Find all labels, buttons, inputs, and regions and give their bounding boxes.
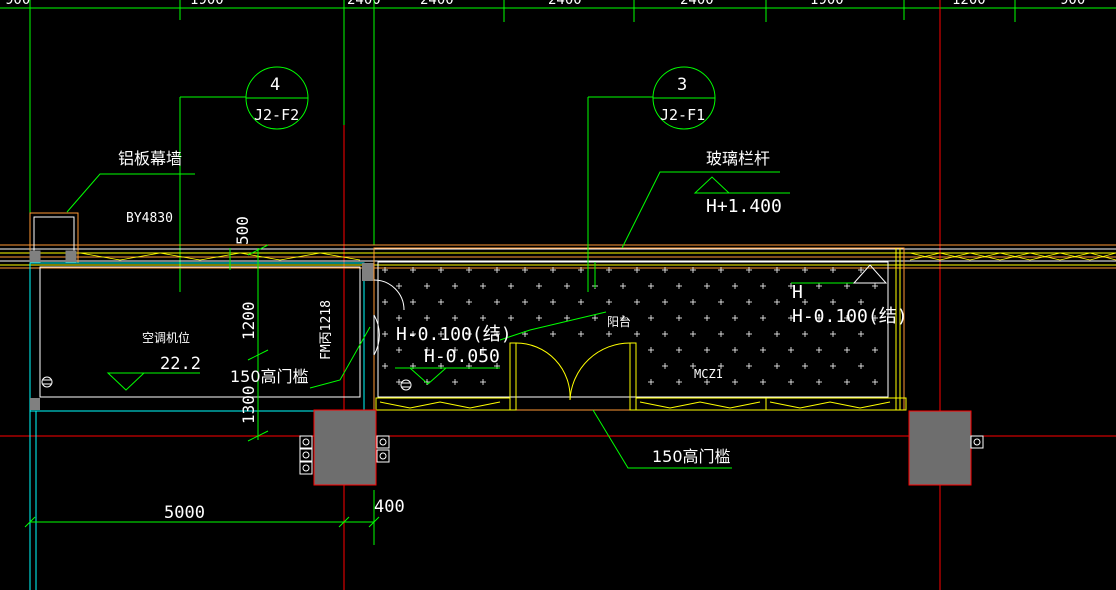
glass-railing-label: 玻璃栏杆 <box>706 149 770 168</box>
ac-unit-room <box>29 262 365 590</box>
dimension-lines <box>24 244 380 545</box>
structural-columns <box>313 409 972 486</box>
top-dimension-labels: 900 1900 2400 2400 2400 2400 1900 1200 9… <box>5 0 1085 8</box>
balcony-tile-hatch <box>382 267 878 385</box>
dim-400-label: 400 <box>374 497 405 517</box>
top-dim-8: 1200 <box>952 0 986 8</box>
threshold-left-label: 150高门槛 <box>230 367 309 386</box>
fire-door-label: FM丙1218 <box>319 300 334 360</box>
dim-1300-label: 1300 <box>239 385 258 424</box>
leader-lines <box>66 171 780 469</box>
callout-4-sheet: J2-F2 <box>254 106 299 124</box>
railing-pattern-left <box>79 252 361 261</box>
top-dim-6: 2400 <box>680 0 714 8</box>
curtain-wall-code: BY4830 <box>126 211 173 226</box>
balcony-bottom-railing <box>375 397 907 411</box>
railing-height-label: H+1.400 <box>706 196 782 217</box>
dim-500-label: 500 <box>233 216 252 245</box>
top-dim-3: 2400 <box>347 0 381 8</box>
callout-3-sheet: J2-F1 <box>660 106 705 124</box>
curtain-wall-box <box>29 212 79 264</box>
ac-wall-post-right <box>362 263 374 281</box>
top-dim-7: 1900 <box>810 0 844 8</box>
ac-wall-post <box>30 398 40 410</box>
balcony-label: 阳台 <box>607 314 631 329</box>
balcony-outline <box>373 247 905 411</box>
callout-4-number: 4 <box>270 75 280 95</box>
window-code-label: MCZ1 <box>694 367 723 381</box>
balcony-double-door <box>509 342 637 411</box>
top-dim-1: 900 <box>5 0 30 8</box>
railing-pattern-right <box>909 252 1116 261</box>
level-h-label: H <box>792 282 803 303</box>
top-dim-5: 2400 <box>548 0 582 8</box>
level-markers <box>106 176 888 391</box>
extension-lines <box>29 0 1016 440</box>
top-dim-2: 1900 <box>190 0 224 8</box>
level-balcony-left: H-0.100(结) <box>396 324 512 345</box>
ac-level-label: 22.2 <box>160 354 201 374</box>
callout-3[interactable] <box>587 66 716 292</box>
top-dim-4: 2400 <box>420 0 454 8</box>
fire-door <box>373 279 405 356</box>
callout-4[interactable] <box>180 66 309 130</box>
ac-unit-label: 空调机位 <box>142 330 190 345</box>
top-dim-9: 900 <box>1060 0 1085 8</box>
level-balcony-right: H-0.100(结) <box>792 306 908 327</box>
callout-3-number: 3 <box>677 75 687 95</box>
exterior-wall-lines <box>0 244 1116 269</box>
floor-drains <box>41 376 412 391</box>
column-connectors <box>299 435 984 475</box>
annotations: 铝板幕墙 BY4830 空调机位 22.2 FM丙1218 玻璃栏杆 H+1.4… <box>118 149 908 523</box>
level-balcony-finish: H-0.050 <box>424 346 500 367</box>
curtain-wall-label: 铝板幕墙 <box>118 149 182 168</box>
dim-1200-label: 1200 <box>239 301 258 340</box>
threshold-bottom-label: 150高门槛 <box>652 447 731 466</box>
dim-5000-label: 5000 <box>164 503 205 523</box>
